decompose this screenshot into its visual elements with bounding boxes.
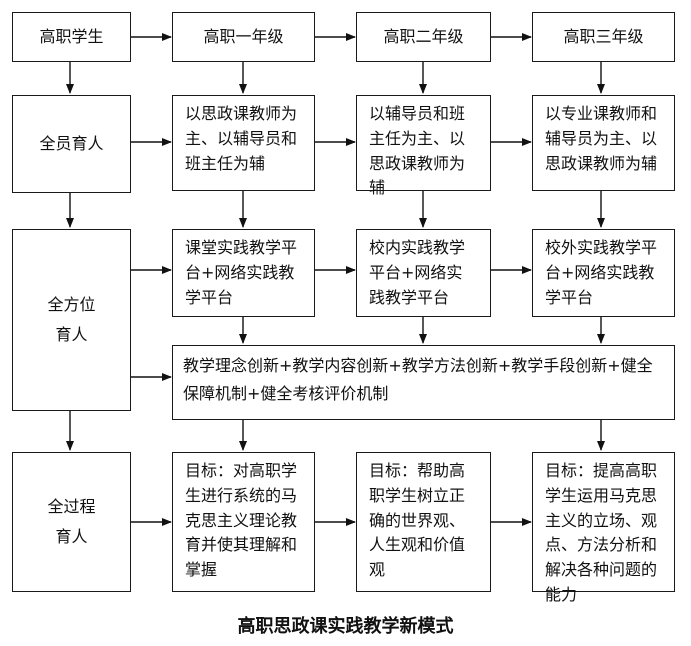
platform-year2-text: 校内实践教学平台+网络实践教学平台 <box>369 238 466 307</box>
staff-year2-box: 以辅导员和班主任为主、以思政课教师为辅 <box>356 95 491 197</box>
year1-header: 高职一年级 <box>172 12 315 62</box>
goal-year3-box: 目标：提高高职学生运用马克思主义的立场、观点、方法分析和解决各种问题的能力 <box>532 452 675 604</box>
student-label: 高职学生 <box>39 26 104 46</box>
year3-header: 高职三年级 <box>532 12 675 62</box>
goal-year1-box: 目标：对高职学生进行系统的马克思主义理论教育并使其理解和掌握 <box>172 452 315 592</box>
year2-label: 高职二年级 <box>383 26 464 46</box>
staff-year3-text: 以专业课教师和辅导员为主、以思政课教师为辅 <box>545 104 658 173</box>
goal-year2-text: 目标：帮助高职学生树立正确的世界观、人生观和价值观 <box>369 461 466 580</box>
figure-caption: 高职思政课实践教学新模式 <box>237 616 454 637</box>
goal-year1-text: 目标：对高职学生进行系统的马克思主义理论教育并使其理解和掌握 <box>185 461 298 580</box>
staff-year3-box: 以专业课教师和辅导员为主、以思政课教师为辅 <box>532 95 675 191</box>
platform-year1-text: 课堂实践教学平台+网络实践教学平台 <box>185 238 298 307</box>
whole-process-box: 全过程 育人 <box>12 452 131 592</box>
year3-label: 高职三年级 <box>563 26 644 46</box>
platform-year2-box: 校内实践教学平台+网络实践教学平台 <box>356 229 491 317</box>
goal-year2-box: 目标：帮助高职学生树立正确的世界观、人生观和价值观 <box>356 452 491 592</box>
staff-year1-text: 以思政课教师为主、以辅导员和班主任为辅 <box>185 104 298 173</box>
student-box: 高职学生 <box>12 12 131 62</box>
innovation-text: 教学理念创新+教学内容创新+教学方法创新+教学手段创新+健全保障机制+健全考核评… <box>183 356 653 403</box>
innovation-box: 教学理念创新+教学内容创新+教学方法创新+教学手段创新+健全保障机制+健全考核评… <box>172 345 675 420</box>
year1-label: 高职一年级 <box>203 26 284 46</box>
staff-year1-box: 以思政课教师为主、以辅导员和班主任为辅 <box>172 95 315 191</box>
staff-year2-text: 以辅导员和班主任为主、以思政课教师为辅 <box>369 104 466 198</box>
platform-year3-box: 校外实践教学平台+网络实践教学平台 <box>532 229 675 317</box>
platform-year3-text: 校外实践教学平台+网络实践教学平台 <box>545 238 658 307</box>
platform-year1-box: 课堂实践教学平台+网络实践教学平台 <box>172 229 315 317</box>
all-round-box: 全方位 育人 <box>12 229 131 411</box>
goal-year3-text: 目标：提高高职学生运用马克思主义的立场、观点、方法分析和解决各种问题的能力 <box>545 461 658 604</box>
year2-header: 高职二年级 <box>356 12 491 62</box>
all-staff-label: 全员育人 <box>39 133 104 153</box>
all-staff-box: 全员育人 <box>12 95 131 193</box>
